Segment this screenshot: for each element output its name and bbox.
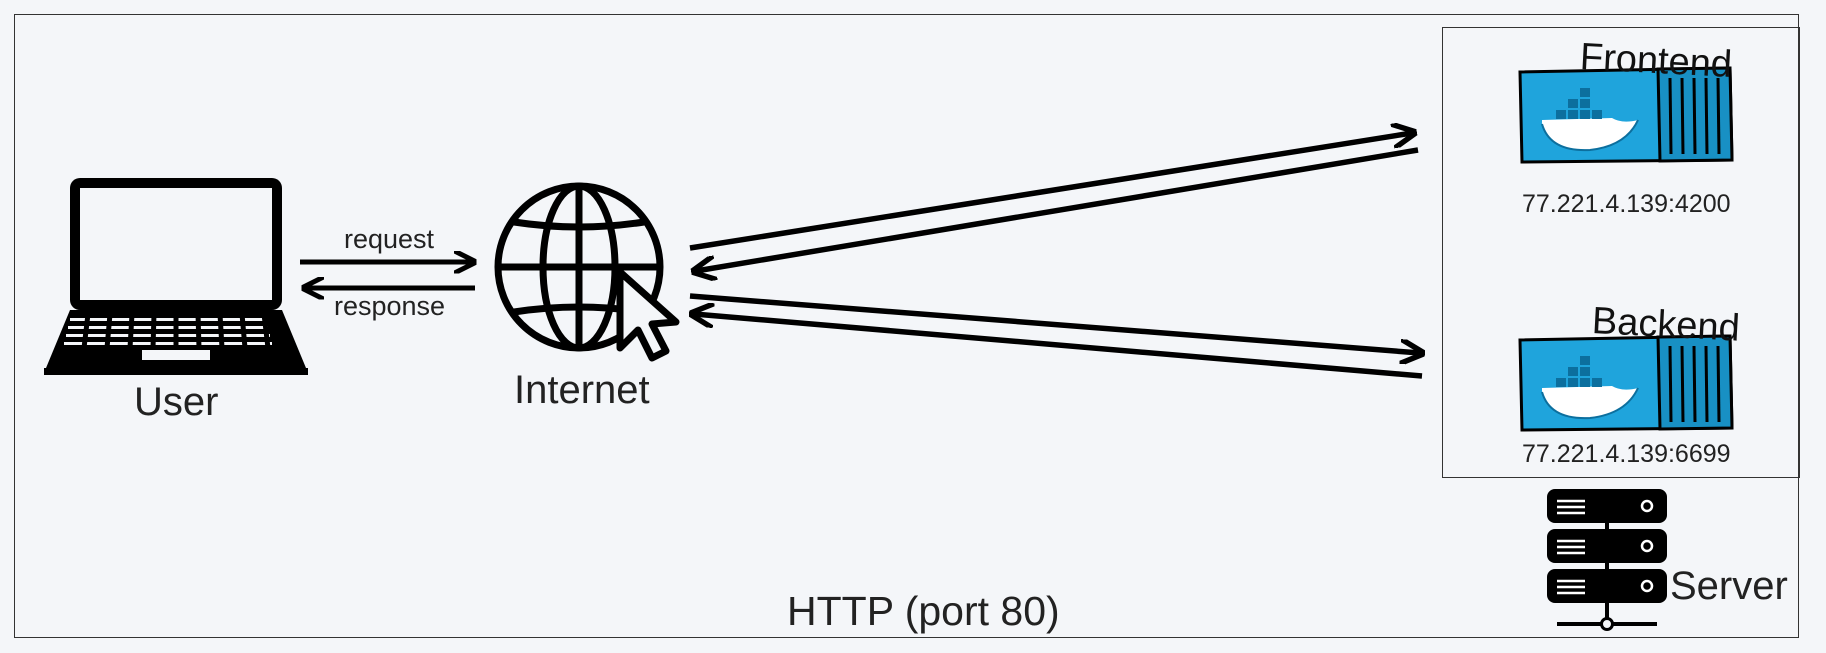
cursor-icon	[616, 268, 680, 362]
internet-label: Internet	[514, 368, 650, 412]
backend-container-icon	[1518, 334, 1734, 432]
backend-address: 77.221.4.139:6699	[1522, 440, 1731, 468]
arrow-to-backend	[689, 293, 1420, 353]
diagram-frame	[14, 14, 1799, 638]
user-label: User	[134, 380, 219, 424]
server-icon	[1547, 489, 1667, 631]
response-label: response	[334, 291, 446, 321]
request-label: request	[344, 224, 435, 254]
laptop-icon	[44, 178, 308, 375]
protocol-label: HTTP (port 80)	[787, 588, 1060, 634]
frontend-label: Frontend	[1578, 36, 1734, 86]
arrow-to-frontend	[689, 133, 1412, 251]
frontend-container-icon	[1518, 66, 1734, 164]
backend-label: Backend	[1590, 300, 1741, 350]
server-boundary-box	[1442, 27, 1800, 478]
globe-icon	[494, 182, 664, 352]
frontend-address: 77.221.4.139:4200	[1522, 190, 1731, 218]
arrow-from-frontend	[696, 147, 1419, 271]
server-label: Server	[1670, 564, 1788, 608]
arrow-from-backend	[694, 314, 1423, 379]
